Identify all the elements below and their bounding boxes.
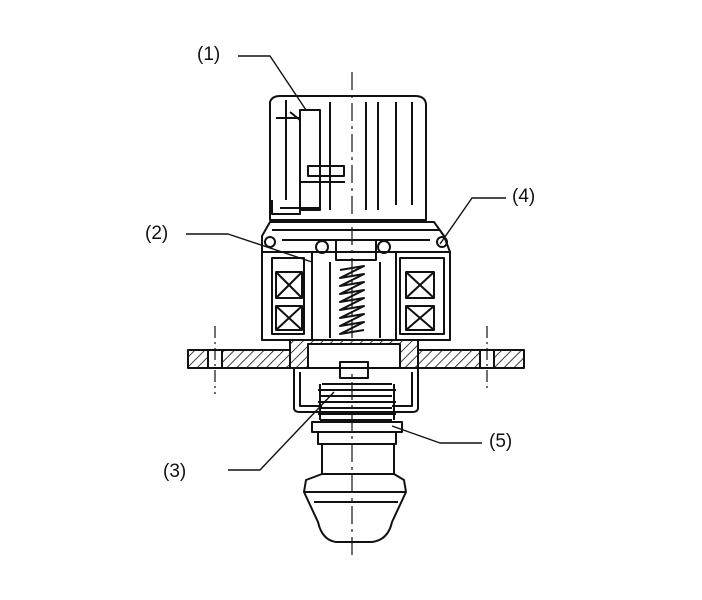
callout-label-1: (1) bbox=[197, 44, 221, 65]
valve-seat bbox=[311, 421, 403, 445]
lower-housing bbox=[293, 361, 419, 413]
connector-housing bbox=[269, 95, 427, 221]
callout-label-5: (5) bbox=[489, 431, 513, 452]
stator-coil-right bbox=[405, 271, 435, 331]
callout-label-3: (3) bbox=[163, 461, 187, 482]
valve-pintle bbox=[303, 444, 407, 543]
return-spring bbox=[318, 383, 396, 421]
leader-line-2 bbox=[186, 233, 313, 263]
leader-line-5 bbox=[391, 425, 482, 444]
mounting-flange bbox=[187, 326, 525, 394]
leader-line-1 bbox=[238, 55, 307, 111]
leader-line-4 bbox=[439, 197, 506, 245]
rotor-shaft bbox=[311, 239, 397, 341]
leader-lines bbox=[186, 55, 506, 471]
leader-line-3 bbox=[228, 391, 335, 471]
stator-coil-left bbox=[275, 271, 303, 331]
callout-label-2: (2) bbox=[145, 223, 169, 244]
callout-label-4: (4) bbox=[512, 186, 536, 207]
